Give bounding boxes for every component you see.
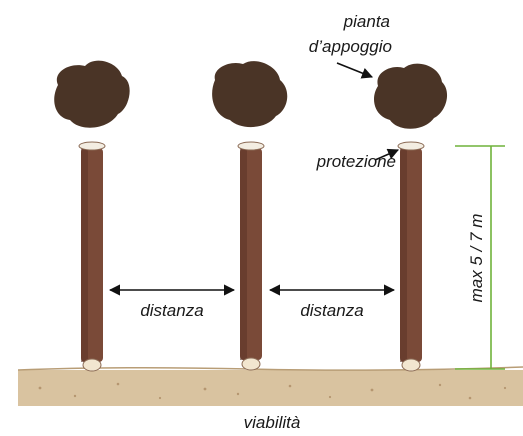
- canopy-2: [212, 61, 287, 127]
- support-plant-2: [212, 61, 287, 370]
- protection-label: protezione: [316, 152, 396, 171]
- support-plant-label-line2: d’appoggio: [309, 37, 392, 56]
- canopy-3: [374, 64, 447, 129]
- max-height-label: max 5 / 7 m: [467, 214, 486, 303]
- support-plant-3: [374, 64, 447, 371]
- distance-label-right: distanza: [300, 301, 363, 320]
- support-plant-1: [54, 61, 129, 371]
- ground-strip: [18, 367, 523, 406]
- protection-collar-3: [398, 142, 424, 150]
- road-label: viabilità: [244, 413, 301, 432]
- protection-collar-1: [79, 142, 105, 150]
- support-plant-pointer-arrow: [337, 63, 372, 77]
- protection-collar-2: [238, 142, 264, 150]
- support-plant-label-line1: pianta: [343, 12, 390, 31]
- distance-label-left: distanza: [140, 301, 203, 320]
- canopy-1: [54, 61, 129, 128]
